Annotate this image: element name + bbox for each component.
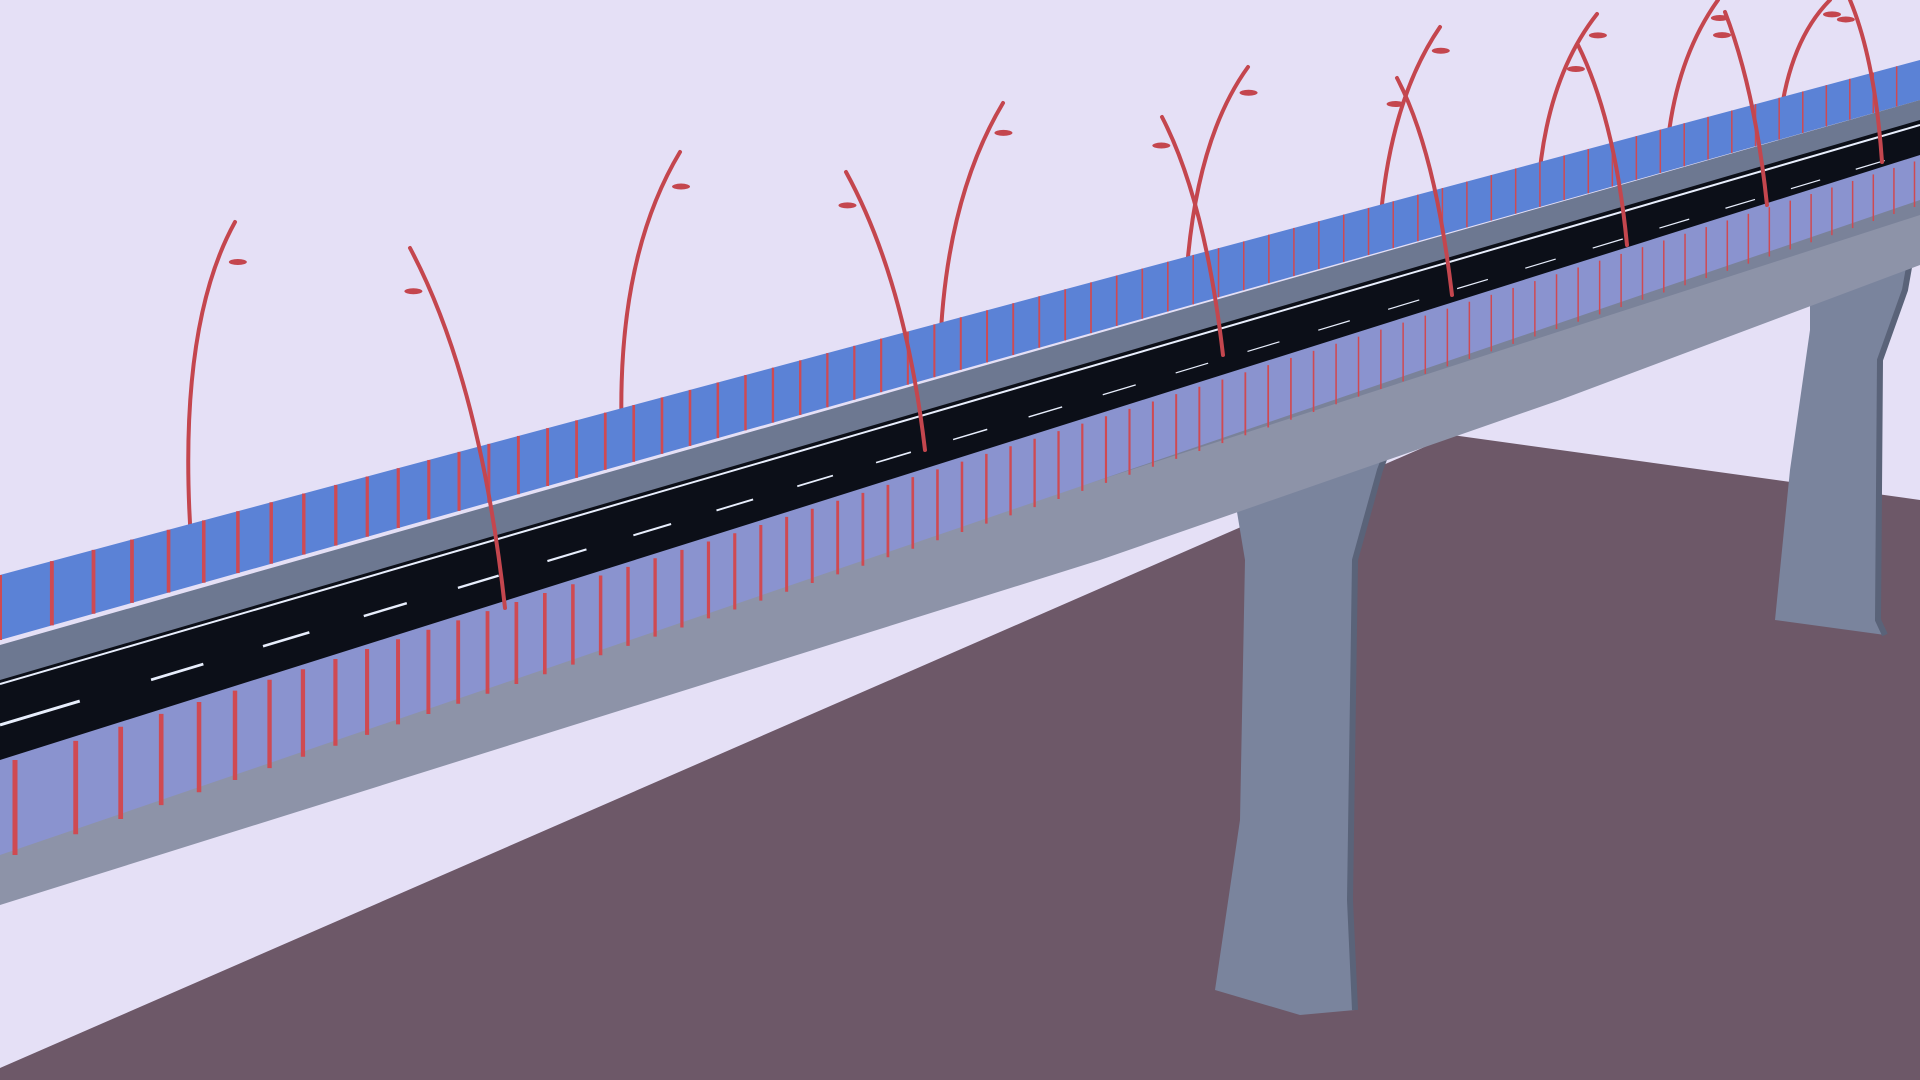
- lamp-pole: [1723, 10, 1769, 207]
- center-dash: [1175, 362, 1209, 374]
- lamp-post-near: [404, 246, 507, 610]
- center-dash: [1102, 384, 1136, 396]
- lamp-post-far: [619, 150, 691, 442]
- far-lamp-posts: [186, 0, 1841, 557]
- center-dash: [1456, 278, 1489, 290]
- center-dash: [1525, 258, 1556, 269]
- center-dash: [797, 474, 834, 488]
- center-dash: [716, 498, 754, 512]
- pier-back: [1775, 205, 1920, 635]
- lamp-head-icon: [1566, 66, 1585, 72]
- center-dash: [363, 602, 408, 618]
- center-dash: [1318, 320, 1350, 331]
- ground-plane: [0, 435, 1920, 1080]
- lamp-post-near: [1566, 43, 1629, 247]
- lamp-head-icon: [1588, 32, 1607, 39]
- lamp-pole: [619, 150, 682, 442]
- lamp-post-near: [1386, 76, 1454, 297]
- lamp-pole: [1160, 115, 1225, 357]
- lamp-post-near: [1152, 115, 1225, 357]
- lamp-pole: [186, 220, 237, 557]
- lamp-pole: [844, 170, 927, 452]
- lamp-post-far: [1184, 65, 1258, 284]
- lamp-post-near: [1713, 10, 1769, 207]
- lamp-pole: [1395, 76, 1454, 297]
- center-dash: [1855, 159, 1885, 170]
- lamp-pole: [408, 246, 507, 610]
- lamp-head-icon: [672, 183, 691, 190]
- lamp-post-far: [186, 220, 247, 557]
- lamp-head-icon: [404, 288, 423, 295]
- lamp-pole: [1576, 43, 1629, 247]
- lamp-post-far: [938, 101, 1013, 354]
- center-dash: [1659, 218, 1690, 229]
- center-dash: [633, 523, 672, 537]
- lane-edge-line: [0, 124, 1920, 685]
- center-dash: [1592, 238, 1623, 249]
- center-dash: [952, 428, 988, 441]
- lamp-head-icon: [1713, 32, 1732, 39]
- lamp-post-near: [838, 170, 927, 452]
- lamp-pole: [1378, 25, 1442, 227]
- lamp-head-icon: [1836, 16, 1855, 23]
- lamp-head-icon: [838, 202, 857, 209]
- lamp-head-icon: [994, 129, 1013, 136]
- lamp-head-icon: [1710, 15, 1729, 21]
- lane-center-dashes: [0, 159, 1885, 727]
- pier-front: [1215, 390, 1410, 1015]
- center-dash: [547, 548, 587, 563]
- lamp-head-icon: [1823, 11, 1841, 18]
- center-dash: [1790, 179, 1821, 190]
- lamp-pole: [938, 101, 1005, 354]
- lamp-head-icon: [1386, 101, 1405, 108]
- center-dash: [262, 631, 310, 648]
- center-dash: [1725, 198, 1756, 209]
- center-dash: [875, 451, 912, 464]
- center-dash: [150, 662, 204, 682]
- lamp-head-icon: [1431, 47, 1450, 54]
- lamp-head-icon: [228, 258, 247, 265]
- near-noise-barrier: [0, 155, 1920, 855]
- near-lamp-posts: [404, 0, 1884, 610]
- near-barrier-posts: [12, 161, 1916, 855]
- center-dash: [1028, 406, 1063, 418]
- lamp-head-icon: [1152, 142, 1171, 149]
- center-dash: [1247, 341, 1280, 352]
- lamp-post-far: [1378, 25, 1450, 227]
- lamp-post-near: [1836, 0, 1884, 164]
- center-dash: [0, 699, 81, 727]
- lamp-head-icon: [1239, 89, 1258, 96]
- center-dash: [457, 574, 500, 589]
- lamp-pole: [1848, 0, 1884, 164]
- lamp-pole: [1184, 65, 1250, 284]
- center-dash: [1387, 299, 1420, 310]
